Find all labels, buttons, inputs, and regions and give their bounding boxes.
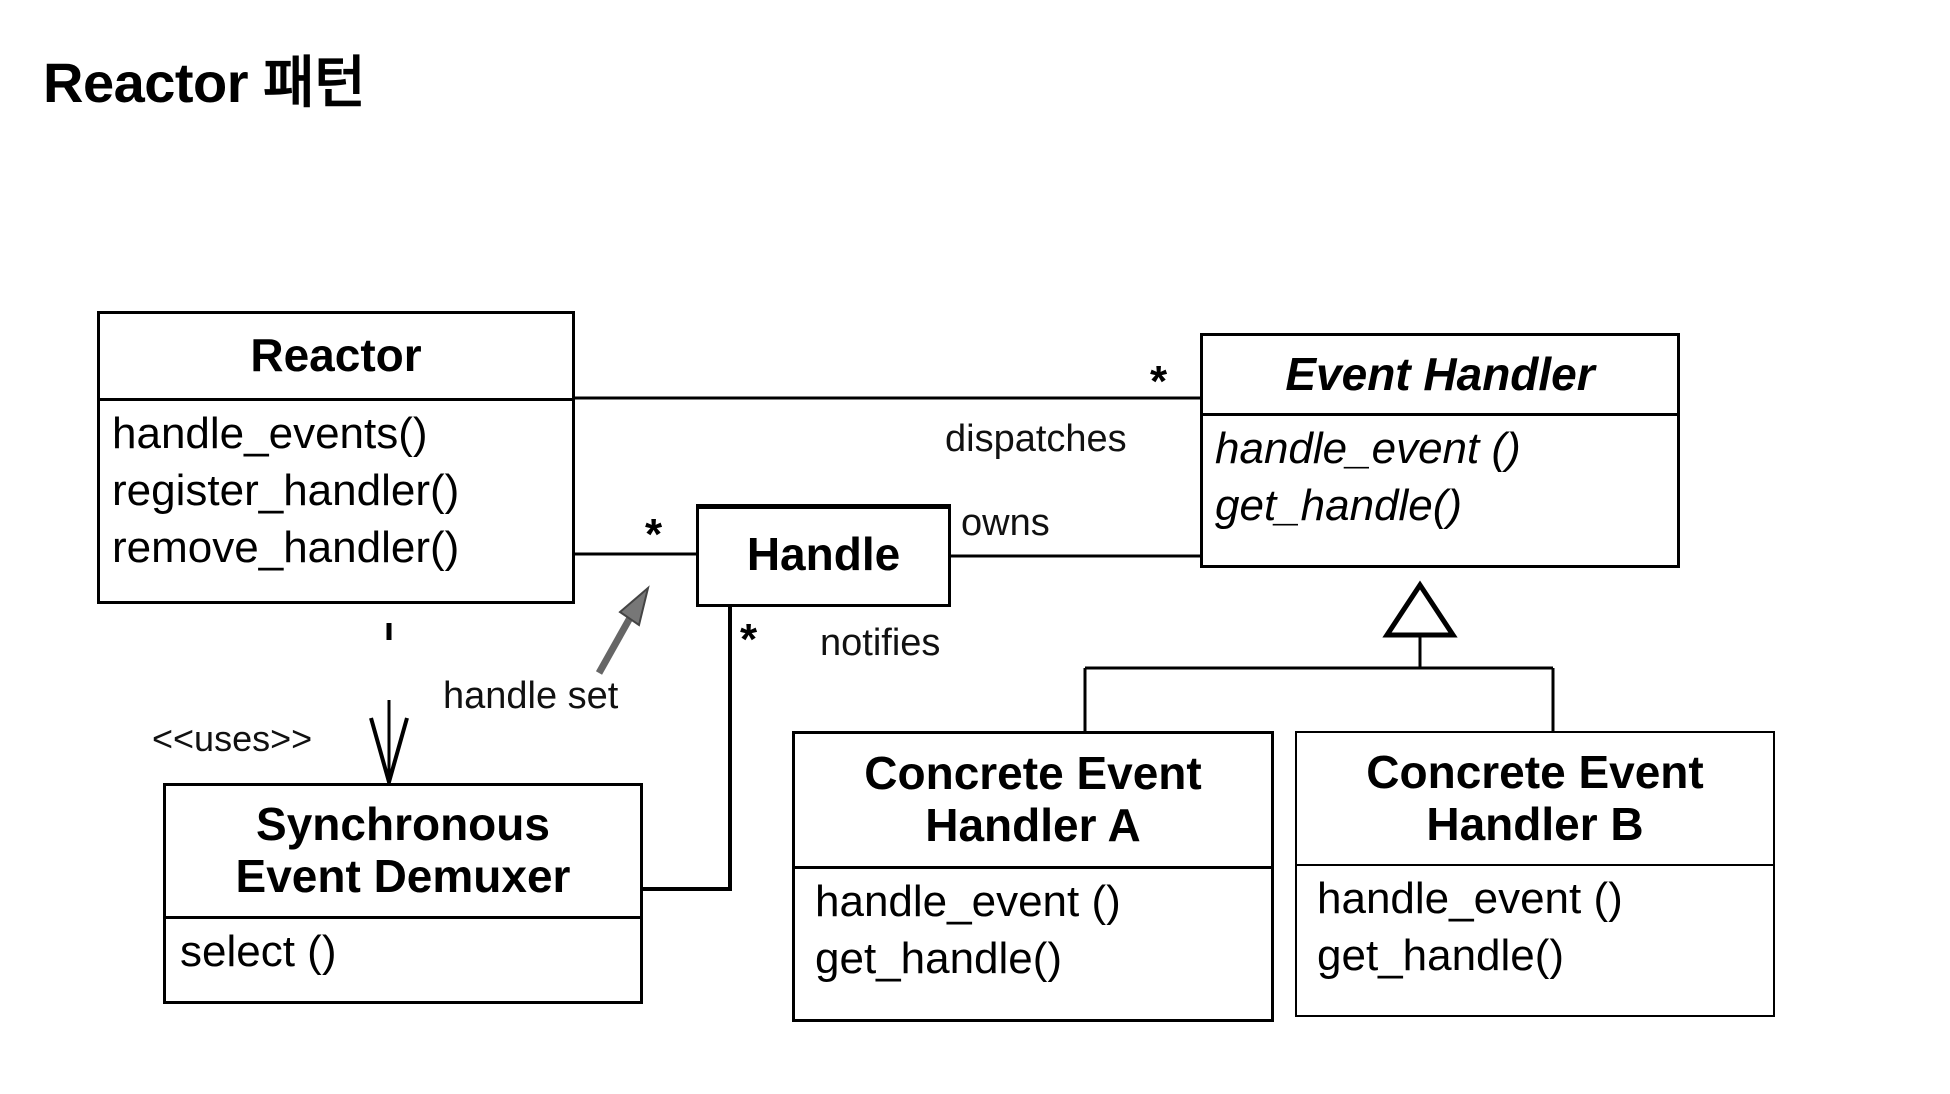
event-handler-methods: handle_event () get_handle(): [1203, 416, 1677, 534]
method: handle_event (): [1215, 424, 1521, 473]
concrete-b-name-line2: Handler B: [1426, 797, 1644, 850]
concrete-handler-a-methods: handle_event () get_handle(): [795, 869, 1271, 987]
method: get_handle(): [1317, 931, 1565, 980]
owns-label: owns: [961, 502, 1050, 544]
method: register_handler(): [112, 466, 460, 515]
handle-demuxer-line: [643, 605, 732, 891]
dispatches-label: dispatches: [945, 418, 1127, 460]
handle-class: Handle: [696, 504, 951, 607]
concrete-handler-b-class-name: Concrete Event Handler B: [1297, 733, 1773, 866]
multiplicity-star-handle-bottom: *: [740, 615, 758, 664]
handle-set-arrow: [595, 585, 650, 675]
method: remove_handler(): [112, 523, 460, 572]
concrete-a-name-line2: Handler A: [925, 799, 1141, 851]
handle-set-label: handle set: [443, 675, 619, 717]
inheritance-triangle: [1382, 580, 1458, 638]
demuxer-class-name: Synchronous Event Demuxer: [166, 786, 640, 919]
event-handler-class-name: Event Handler: [1203, 336, 1677, 416]
concrete-handler-b-class: Concrete Event Handler B handle_event ()…: [1295, 731, 1775, 1017]
method: get_handle(): [815, 934, 1063, 983]
method: handle_event (): [1317, 874, 1623, 923]
reactor-methods: handle_events() register_handler() remov…: [100, 401, 572, 576]
reactor-class: Reactor handle_events() register_handler…: [97, 311, 575, 604]
concrete-handler-b-methods: handle_event () get_handle(): [1297, 866, 1773, 984]
concrete-a-name-line1: Concrete Event: [864, 747, 1202, 800]
reactor-class-name: Reactor: [100, 314, 572, 401]
page-title: Reactor 패턴: [43, 51, 366, 114]
notifies-label: notifies: [820, 622, 941, 664]
handle-class-name: Handle: [746, 528, 901, 581]
method: select (): [180, 927, 337, 976]
demuxer-class: Synchronous Event Demuxer select (): [163, 783, 643, 1004]
demuxer-name-line2: Event Demuxer: [235, 850, 571, 902]
multiplicity-star-event-handler: *: [1150, 357, 1168, 406]
uses-stereotype-label: <<uses>>: [152, 718, 313, 759]
event-handler-class: Event Handler handle_event () get_handle…: [1200, 333, 1680, 568]
method: handle_events(): [112, 409, 428, 458]
concrete-handler-a-class: Concrete Event Handler A handle_event ()…: [792, 731, 1274, 1022]
method: handle_event (): [815, 877, 1121, 926]
multiplicity-star-handle-left: *: [645, 510, 663, 559]
concrete-b-name-line1: Concrete Event: [1366, 745, 1704, 798]
concrete-handler-a-class-name: Concrete Event Handler A: [795, 734, 1271, 869]
demuxer-methods: select (): [166, 919, 640, 980]
method: get_handle(): [1215, 481, 1463, 530]
demuxer-name-line1: Synchronous: [256, 798, 550, 851]
uses-arrowhead: [369, 717, 409, 790]
